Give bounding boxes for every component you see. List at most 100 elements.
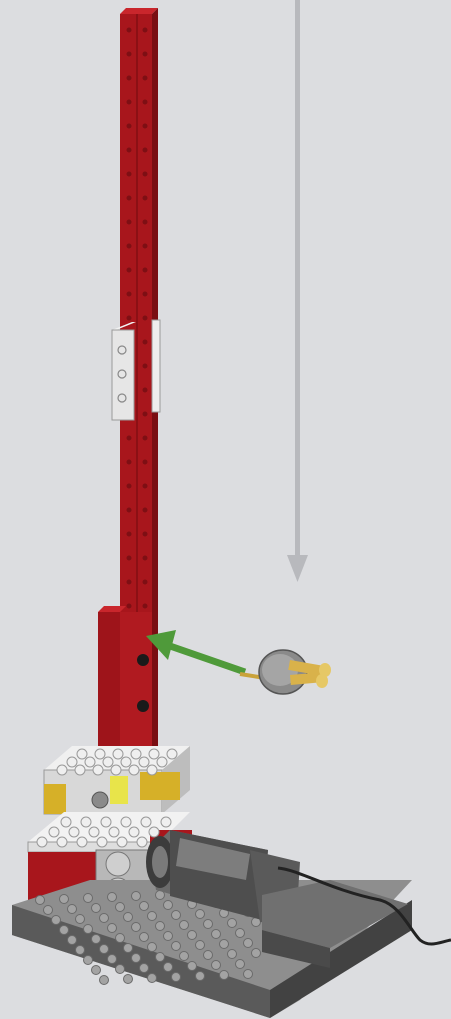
stud [127,532,132,537]
stud [68,936,77,945]
stud [85,757,95,767]
stud [109,827,119,837]
stud [172,942,181,951]
stud [127,268,132,273]
upper-white-brick [44,746,190,814]
stud [37,837,47,847]
stud [76,915,85,924]
stud [101,817,111,827]
stud [127,100,132,105]
stud [49,827,59,837]
stud [81,817,91,827]
stud [141,817,151,827]
stud [143,124,148,129]
stud [188,962,197,971]
stud [127,604,132,609]
stud [84,925,93,934]
stud [180,952,189,961]
stud [244,970,253,979]
stud [116,965,125,974]
stud [116,934,125,943]
stud [95,749,105,759]
stud [92,966,101,975]
stud [143,76,148,81]
stud [127,76,132,81]
stud [228,950,237,959]
stud [132,892,141,901]
stud [212,961,221,970]
stud [164,901,173,910]
stud [143,508,148,513]
stud [100,976,109,985]
stud [124,944,133,953]
stud [143,532,148,537]
stud [68,905,77,914]
stud [143,220,148,225]
stud [127,508,132,513]
stud [60,895,69,904]
stud [244,939,253,948]
stud [143,28,148,33]
stud [121,757,131,767]
stud [140,902,149,911]
stud [97,837,107,847]
stud [127,460,132,465]
stud [143,460,148,465]
stud [129,827,139,837]
stud [84,894,93,903]
stud [212,930,221,939]
stud [157,757,167,767]
short-red-beam [98,606,152,762]
stud [100,914,109,923]
stud [127,28,132,33]
stud [127,220,132,225]
stud [143,316,148,321]
stud [127,316,132,321]
stud [100,945,109,954]
stud [252,949,261,958]
stud [143,484,148,489]
stud [132,954,141,963]
stud [172,911,181,920]
stud [127,148,132,153]
stud [228,919,237,928]
stud [164,932,173,941]
stud [127,172,132,177]
stud [75,765,85,775]
stud [156,953,165,962]
stud [236,929,245,938]
stud [148,912,157,921]
stud [84,956,93,965]
stud [108,955,117,964]
stud [140,933,149,942]
stud [143,340,148,345]
stud [92,935,101,944]
stud [143,148,148,153]
stud [127,436,132,441]
stud [161,817,171,827]
stud [137,837,147,847]
stud [67,757,77,767]
stud [131,749,141,759]
stud [57,837,67,847]
stud [143,52,148,57]
stud [127,292,132,297]
stud [113,749,123,759]
stud [127,244,132,249]
stud [172,973,181,982]
stud [148,943,157,952]
stud [180,921,189,930]
stud [127,196,132,201]
stud [124,975,133,984]
stud [143,172,148,177]
stud [93,765,103,775]
stud [57,765,67,775]
stud [143,604,148,609]
stud [143,556,148,561]
stud [52,916,61,925]
stud [89,827,99,837]
stud [36,896,45,905]
stud [61,817,71,827]
